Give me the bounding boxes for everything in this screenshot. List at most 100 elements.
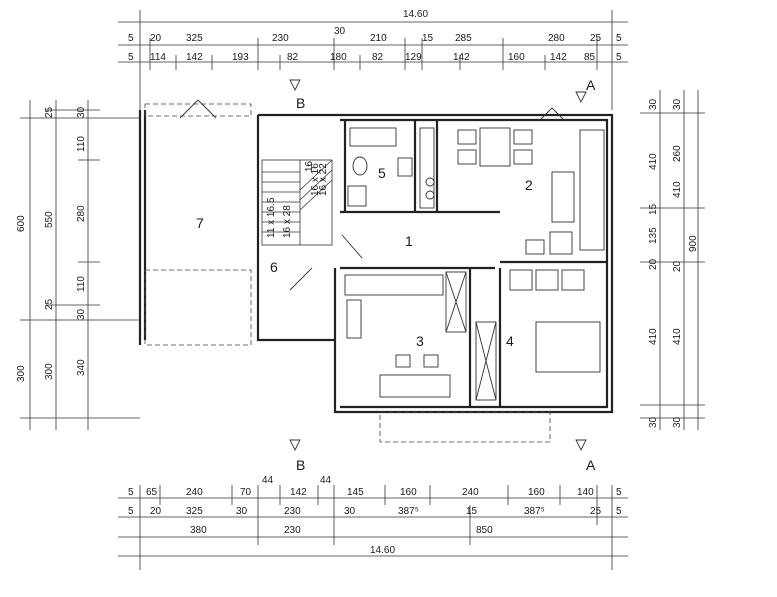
door-swings: [179, 99, 565, 291]
dim-label: 240: [462, 487, 479, 498]
dim-label: 5: [128, 33, 134, 44]
left-dimension-lines: [20, 100, 140, 430]
dim-label: 110: [76, 136, 87, 152]
bottom-dimension-lines: [118, 485, 628, 570]
dim-label: 30: [648, 98, 659, 110]
room-5-label: 5: [378, 165, 386, 181]
dim-label: 142: [186, 52, 203, 63]
bottom-dimension-labels: 5 65 240 70 44 142 44 145 160 240 160 14…: [128, 475, 622, 556]
bathroom-fixtures: [347, 127, 413, 207]
dim-label: 280: [76, 205, 87, 222]
dim-label: 15: [466, 506, 478, 517]
stair-label: 16 x 22: [318, 163, 329, 196]
dim-label: 230: [284, 525, 301, 536]
dim-label: 387⁵: [398, 506, 419, 517]
dim-label: 280: [548, 33, 565, 44]
dim-label: 230: [284, 506, 301, 517]
room-labels: 1 2 3 4 5 6 7: [196, 165, 533, 349]
dim-label: 193: [232, 52, 249, 63]
bottom-overall-dim: 14.60: [370, 545, 395, 556]
dim-label: 5: [128, 506, 134, 517]
top-dimension-labels: 14.60 5 20 325 230 30 210 15 285 280 25 …: [128, 9, 622, 63]
dim-label: 30: [672, 98, 683, 110]
dim-label: 300: [44, 363, 55, 380]
dim-label: 380: [190, 525, 207, 536]
dim-label: 15: [648, 203, 659, 215]
dim-label: 25: [590, 506, 602, 517]
terrace-outlines: [144, 103, 551, 443]
dim-label: 140: [577, 487, 594, 498]
dim-label: 387⁵: [524, 506, 545, 517]
stair-label: 16: [304, 160, 315, 172]
dim-label: 410: [672, 181, 683, 198]
room-2-label: 2: [525, 177, 533, 193]
dim-label: 44: [320, 475, 332, 486]
room-3-label: 3: [416, 333, 424, 349]
dim-label: 20: [672, 260, 683, 272]
dining-furniture: [419, 127, 605, 255]
dim-label: 25: [590, 33, 602, 44]
dim-label: 110: [76, 276, 87, 292]
dim-label: 25: [44, 298, 55, 310]
room-4-label: 4: [506, 333, 514, 349]
dim-label: 44: [262, 475, 274, 486]
dim-label: 5: [616, 506, 622, 517]
dim-label: 410: [672, 328, 683, 345]
room-1-label: 1: [405, 233, 413, 249]
dim-label: 900: [688, 235, 699, 252]
dim-label: 160: [400, 487, 417, 498]
dim-label: 30: [236, 506, 248, 517]
dim-label: 340: [76, 359, 87, 376]
dim-label: 5: [616, 487, 622, 498]
section-b-bottom: B: [296, 457, 305, 473]
stair-label: 11 x 16.5: [266, 197, 277, 238]
dim-label: 25: [44, 106, 55, 118]
top-overall-dim: 14.60: [403, 9, 428, 20]
section-markers: B B A A: [289, 77, 596, 473]
dim-label: 82: [372, 52, 384, 63]
top-dimension-lines: [118, 10, 628, 110]
dim-label: 5: [128, 52, 134, 63]
dim-label: 30: [648, 416, 659, 428]
right-dimension-lines: [640, 90, 705, 430]
dim-label: 30: [76, 106, 87, 118]
dim-label: 410: [648, 153, 659, 170]
dim-label: 325: [186, 33, 203, 44]
staircase: 16 16 x 16 16 x 22 11 x 16.5 16 x 28: [261, 159, 333, 246]
dim-label: 30: [344, 506, 356, 517]
dim-label: 135: [648, 227, 659, 244]
exterior-walls: [138, 110, 614, 414]
dim-label: 5: [616, 33, 622, 44]
dim-label: 180: [330, 52, 347, 63]
dim-label: 230: [272, 33, 289, 44]
left-dimension-labels: 600 300 25 550 25 300 30 110 280 110 30 …: [16, 106, 87, 382]
stair-label: 16 x 28: [282, 205, 293, 238]
dim-label: 550: [44, 211, 55, 228]
dim-label: 15: [422, 33, 434, 44]
dim-label: 129: [405, 52, 422, 63]
dim-label: 20: [150, 33, 162, 44]
dim-label: 142: [453, 52, 470, 63]
room-7-label: 7: [196, 215, 204, 231]
dim-label: 325: [186, 506, 203, 517]
right-dimension-labels: 900 30 410 15 135 20 410 30 30 260 410 2…: [648, 98, 699, 428]
dim-label: 114: [150, 52, 166, 63]
dim-label: 30: [672, 416, 683, 428]
dim-label: 82: [287, 52, 299, 63]
section-a-bottom: A: [586, 457, 596, 473]
dim-label: 30: [334, 26, 346, 37]
dim-label: 300: [16, 365, 27, 382]
dim-label: 600: [16, 215, 27, 232]
dim-label: 850: [476, 525, 493, 536]
section-a-top: A: [586, 77, 596, 93]
stair-label: 16 x 16: [310, 163, 321, 196]
dim-label: 145: [347, 487, 364, 498]
dim-label: 142: [290, 487, 307, 498]
room-6-label: 6: [270, 259, 278, 275]
interior-walls: [340, 120, 607, 407]
room4-furniture: [475, 269, 601, 401]
dim-label: 20: [150, 506, 162, 517]
dim-label: 5: [616, 52, 622, 63]
dim-label: 160: [528, 487, 545, 498]
